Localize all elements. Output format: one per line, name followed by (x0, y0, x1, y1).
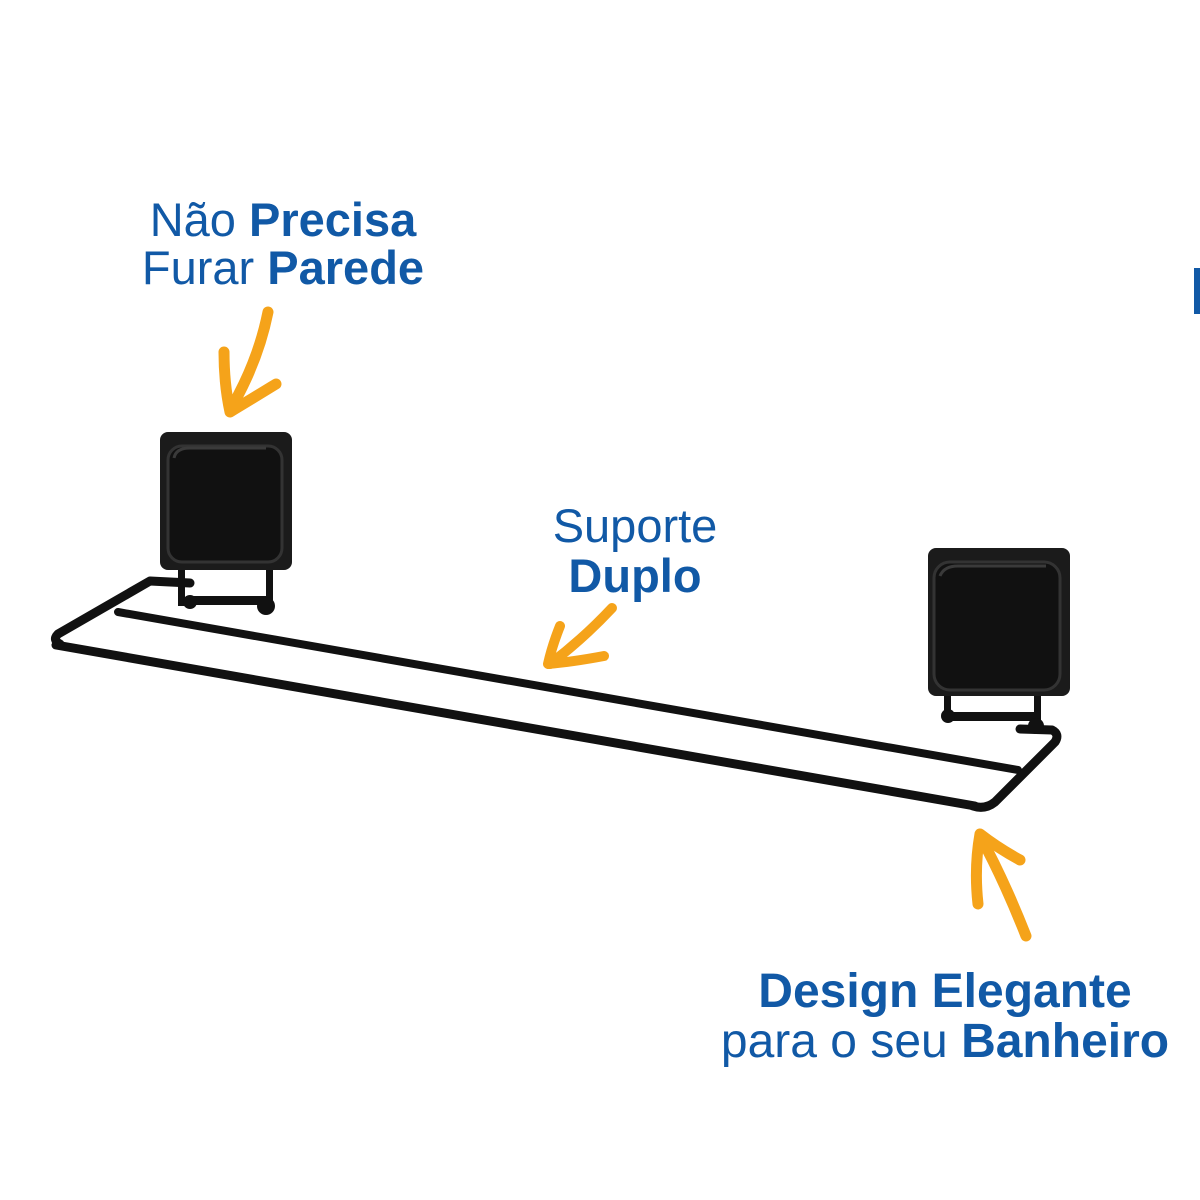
no-drill-line-1: Não Precisa (118, 196, 448, 244)
left-mount-cover (166, 444, 284, 564)
left-mount-knob (183, 595, 197, 609)
left-mount-highlight (172, 446, 266, 459)
left-mount-leg (266, 566, 273, 608)
double-support-line-1: Suporte (552, 499, 718, 552)
left-mount-leg (178, 566, 185, 606)
towel-bar-front-rail (51, 640, 980, 811)
right-mount-leg (1034, 684, 1041, 728)
right-suction-mount (928, 548, 1070, 734)
arrow-icon-no-drill (218, 306, 282, 418)
right-mount-knob (1028, 718, 1044, 734)
arrow-icon-double-support (543, 603, 617, 669)
elegant-design-label: Design Elegante para o seu Banheiro (690, 968, 1200, 1068)
no-drill-line-2: Furar Parede (118, 244, 448, 292)
left-mount-knob (257, 597, 275, 615)
right-mount-leg (944, 680, 951, 720)
right-mount-cover (932, 560, 1062, 692)
no-drill-line-2-light: Furar (141, 241, 268, 294)
elegant-design-line-1: Design Elegante (758, 965, 1132, 1018)
no-drill-line-1-light: Não (149, 193, 249, 246)
double-support-line-2: Duplo (568, 549, 702, 602)
left-suction-mount (160, 432, 292, 615)
elegant-design-line-2-bold: Banheiro (961, 1015, 1170, 1068)
no-drill-line-1-bold: Precisa (249, 193, 417, 246)
right-mount-rail-holder (948, 712, 1038, 721)
right-mount-knob (941, 709, 955, 723)
no-drill-label: Não Precisa Furar Parede (118, 196, 448, 292)
elegant-design-line-2: para o seu Banheiro (690, 1018, 1200, 1068)
double-support-label: Suporte Duplo (520, 502, 750, 602)
elegant-design-line-2-light: para o seu (720, 1015, 962, 1068)
cropped-text-fragment (1194, 268, 1200, 314)
towel-bar-right-end (968, 724, 1062, 812)
no-drill-line-2-bold: Parede (267, 241, 425, 294)
right-mount-highlight (938, 564, 1046, 577)
towel-bar (50, 576, 1062, 812)
towel-bar-back-rail (114, 608, 1022, 774)
left-mount-rail-holder (186, 596, 270, 605)
towel-bar-left-end (50, 576, 195, 649)
arrow-icon-elegant-design (970, 828, 1032, 942)
